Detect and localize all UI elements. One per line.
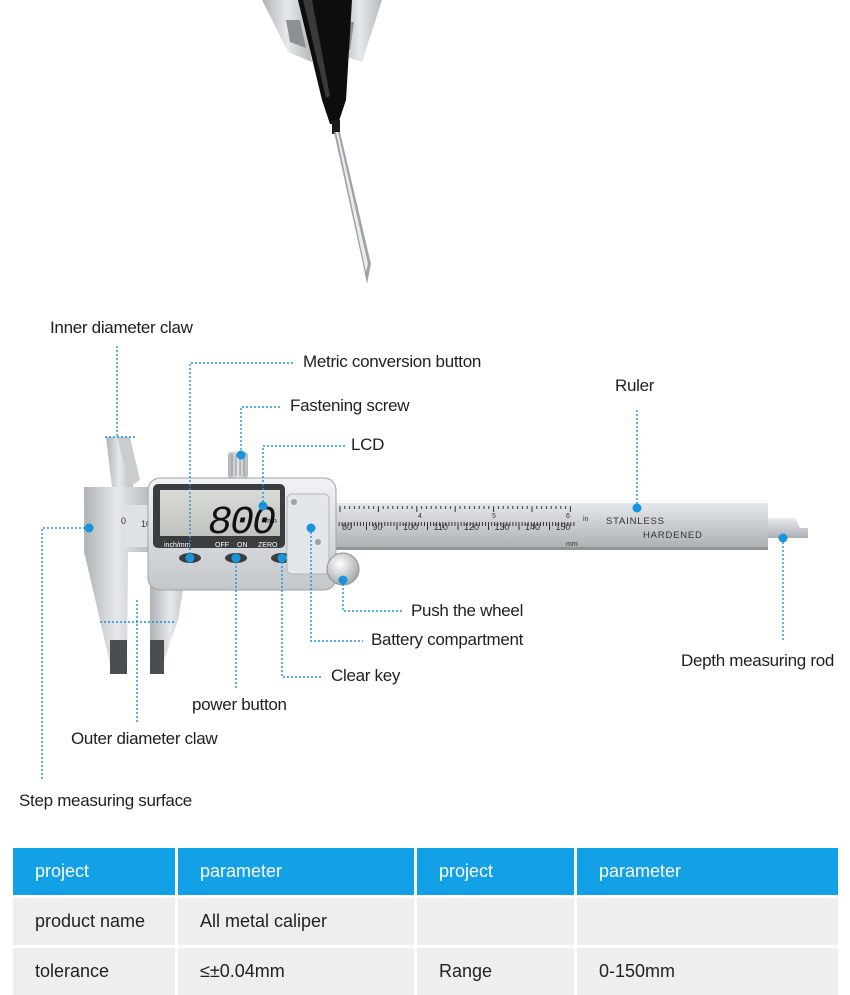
scale-number: 110 — [434, 522, 448, 532]
label-battery-compartment: Battery compartment — [371, 630, 524, 649]
engraving-hardened: HARDENED — [643, 530, 703, 541]
table-header-parameter-2: parameter — [577, 848, 838, 895]
scale-number: 150 — [556, 522, 571, 532]
label-metric-conversion-button: Metric conversion button — [303, 352, 481, 371]
fixed-jaw: 0 10 — [84, 437, 152, 674]
label-clear-key: Clear key — [331, 666, 401, 685]
table-row: tolerance ≤±0.04mm Range 0-150mm — [13, 948, 838, 995]
engraving-stainless: STAINLESS — [606, 516, 665, 527]
marker-dots — [84, 450, 788, 585]
lcd-unit: mm — [265, 518, 277, 525]
label-step-measuring-surface: Step measuring surface — [19, 791, 192, 810]
table-header-row: project parameter project parameter — [13, 848, 838, 895]
button-label-zero: ZERO — [258, 542, 278, 549]
label-push-the-wheel: Push the wheel — [411, 601, 524, 620]
label-power-button: power button — [192, 695, 287, 714]
table-row: product name All metal caliper — [13, 898, 838, 945]
table-cell: All metal caliper — [178, 898, 414, 945]
table-header-project-1: project — [13, 848, 175, 895]
leader-lines — [41, 346, 784, 781]
button-label-on: ON — [237, 542, 248, 549]
scale-number: 130 — [495, 522, 510, 532]
scale-number: 80 — [342, 522, 352, 532]
scale-number: 100 — [403, 522, 418, 532]
inch-number: 6 — [566, 513, 570, 520]
slider-body: 800 mm inch/mm OFF ON ZERO — [147, 477, 337, 591]
table-cell — [577, 898, 838, 945]
inch-unit-text: in — [583, 516, 589, 523]
label-fastening-screw: Fastening screw — [290, 396, 410, 415]
label-outer-diameter-claw: Outer diameter claw — [71, 729, 218, 748]
table-header-parameter-1: parameter — [178, 848, 414, 895]
label-ruler: Ruler — [615, 376, 655, 395]
inch-number: 4 — [418, 513, 422, 520]
label-inner-diameter-claw: Inner diameter claw — [50, 318, 193, 337]
table-cell: tolerance — [13, 948, 175, 995]
spec-table: project parameter project parameter prod… — [10, 848, 841, 995]
scale-number: 90 — [373, 522, 383, 532]
table-cell: product name — [13, 898, 175, 945]
scale-number: 140 — [525, 522, 540, 532]
jaw-scale-number-10: 10 — [141, 519, 151, 529]
jaw-scale-number-0: 0 — [121, 516, 126, 526]
label-depth-measuring-rod: Depth measuring rod — [681, 651, 835, 670]
scale-unit-text: mm — [566, 541, 578, 548]
table-cell: Range — [417, 948, 574, 995]
table-cell: 0-150mm — [577, 948, 838, 995]
scale-number: 120 — [464, 522, 479, 532]
button-label-off: OFF — [215, 542, 229, 549]
table-header-project-2: project — [417, 848, 574, 895]
button-label-inch-mm: inch/mm — [164, 542, 191, 549]
label-lcd: LCD — [351, 435, 385, 454]
table-cell: ≤±0.04mm — [178, 948, 414, 995]
table-cell — [417, 898, 574, 945]
inch-number: 5 — [492, 513, 496, 520]
top-probe-illustration — [262, 0, 382, 284]
